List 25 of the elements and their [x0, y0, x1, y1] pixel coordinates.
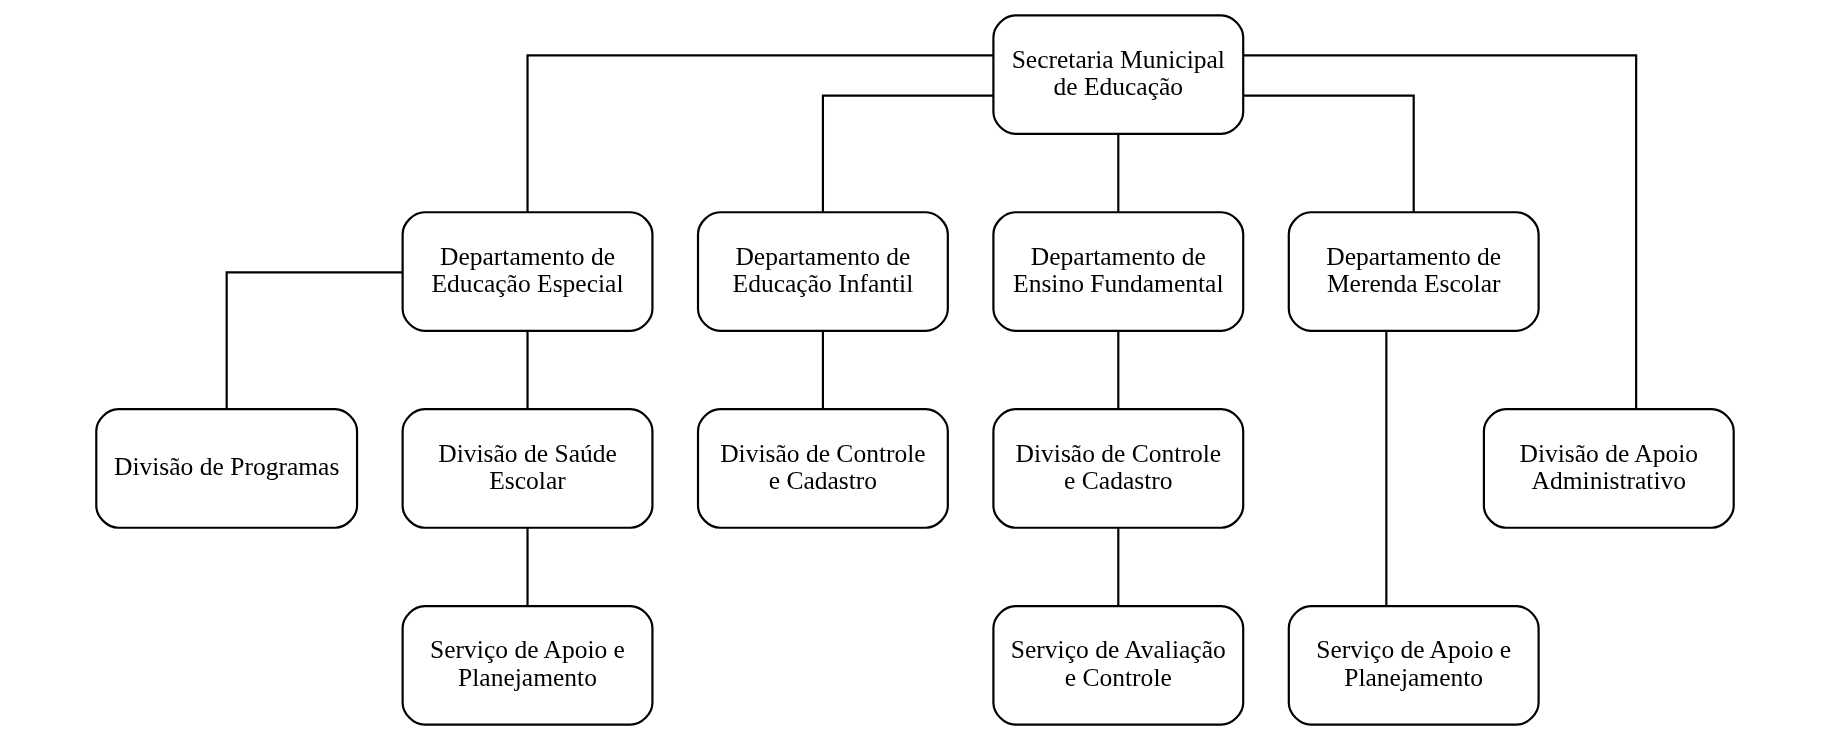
node-box: Secretaria Municipal de Educação: [992, 14, 1245, 135]
connector: [1117, 134, 1120, 213]
node-box: Divisão de Controle e Cadastro: [696, 408, 949, 529]
node-box: Divisão de Saúde Escolar: [401, 408, 654, 529]
connector: [1243, 54, 1638, 409]
connector: [1117, 528, 1120, 606]
connector: [526, 528, 529, 606]
node-box: Departamento de Merenda Escolar: [1287, 211, 1540, 332]
node-box: Serviço de Avaliação e Controle: [992, 605, 1245, 726]
node-box: Departamento de Educação Infantil: [696, 211, 949, 332]
node-box: Serviço de Apoio e Planejamento: [1287, 605, 1540, 726]
connector: [821, 94, 994, 212]
node-box: Departamento de Educação Especial: [401, 211, 654, 332]
node-box: Divisão de Apoio Administrativo: [1482, 408, 1735, 529]
connector: [526, 54, 993, 212]
node-box: Divisão de Controle e Cadastro: [992, 408, 1245, 529]
connector: [821, 331, 824, 410]
node-box: Departamento de Ensino Fundamental: [992, 211, 1245, 332]
connector: [225, 271, 403, 410]
connector: [526, 331, 529, 410]
node-box: Divisão de Programas: [95, 408, 359, 529]
connector: [1385, 331, 1388, 606]
connector: [1243, 94, 1415, 212]
connector: [1117, 331, 1120, 410]
node-box: Serviço de Apoio e Planejamento: [401, 605, 654, 726]
